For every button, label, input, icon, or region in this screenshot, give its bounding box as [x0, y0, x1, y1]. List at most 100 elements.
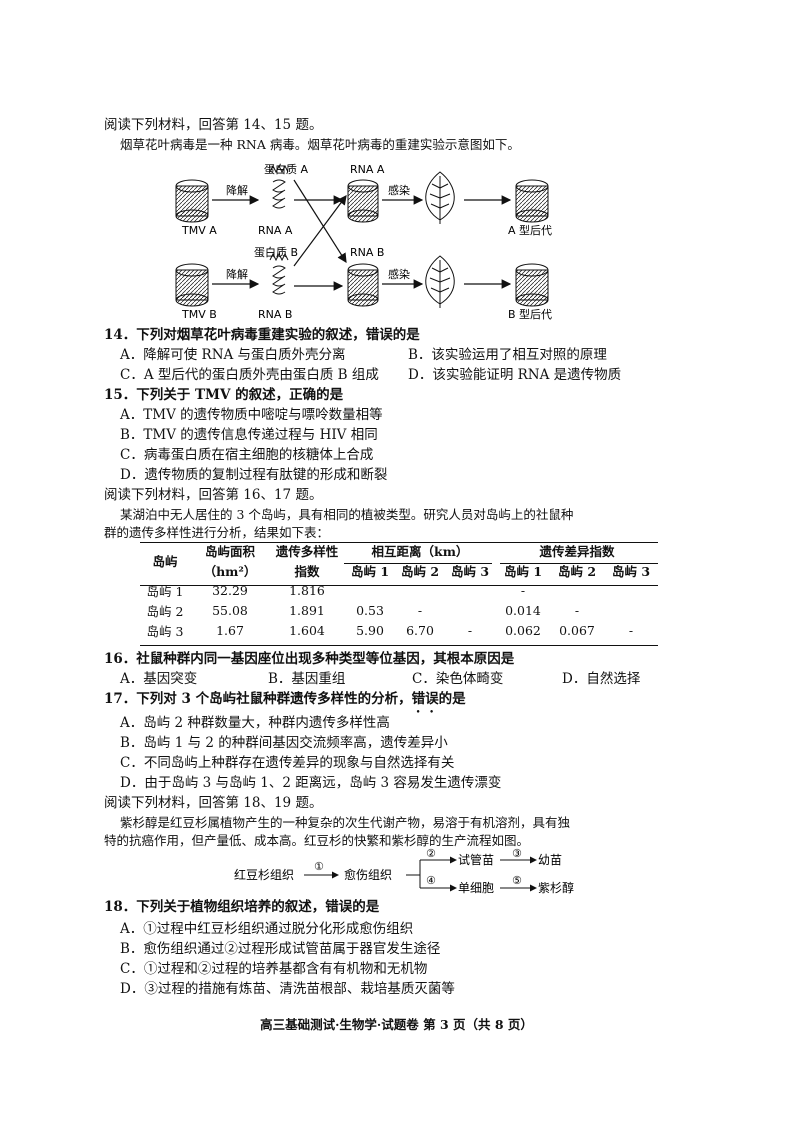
- flow-step-3: ③: [512, 848, 522, 860]
- flow-tissue: 红豆杉组织: [234, 867, 294, 882]
- cell-div: 1.604: [289, 622, 325, 638]
- q18-option-c: C．①过程和②过程的培养基都含有有机物和无机物: [120, 961, 428, 977]
- tmv-reconstruction-diagram: TMV A 降解 蛋白质 A RNA A RNA A 感染 A 型后代 TMV …: [175, 162, 552, 321]
- material-16-17-line2: 群的遗传多样性进行分析，结果如下表：: [104, 525, 330, 540]
- cell-g1: -: [520, 582, 526, 598]
- q14-option-a: A．降解可使 RNA 与蛋白质外壳分离: [120, 347, 346, 363]
- th-island: 岛屿: [152, 553, 178, 569]
- th-difference: 遗传差异指数: [539, 543, 615, 559]
- arrow-protein-b-to-a: [293, 195, 347, 267]
- flow-seedling: 幼苗: [538, 853, 562, 867]
- reading-instruction-18-19: 阅读下列材料，回答第 18、19 题。: [104, 795, 323, 811]
- cell-div: 1.816: [289, 582, 325, 598]
- label-infect-a: 感染: [388, 183, 410, 197]
- label-protein-a: 蛋白质 A: [264, 162, 308, 176]
- cell-d3: [444, 600, 496, 620]
- th-area-l2: （hm²）: [203, 563, 257, 579]
- page-footer: 高三基础测试·生物学·试题卷 第 3 页（共 8 页）: [260, 1017, 533, 1032]
- q17-option-d: D．由于岛屿 3 与岛屿 1、2 距离远，岛屿 3 容易发生遗传漂变: [120, 775, 502, 791]
- label-tmv-b: TMV B: [181, 308, 217, 321]
- q18-stem: 18．下列关于植物组织培养的叙述，错误的是: [104, 899, 380, 915]
- cell-island: 岛屿 1: [146, 583, 184, 599]
- q15-option-c: C．病毒蛋白质在宿主细胞的核糖体上合成: [120, 447, 374, 463]
- q14-option-c: C．A 型后代的蛋白质外壳由蛋白质 B 组成: [120, 367, 379, 383]
- q18-option-b: B．愈伤组织通过②过程形成试管苗属于器官发生途径: [120, 941, 441, 957]
- reconstructed-virus-b: [347, 263, 379, 307]
- genetic-diversity-table: 岛屿 岛屿面积 遗传多样性 相互距离（km） 遗传差异指数 （hm²） 指数 岛…: [140, 540, 658, 640]
- flow-tube-seedling: 试管苗: [458, 852, 494, 867]
- offspring-b-particle: [515, 263, 549, 307]
- q15-option-b: B．TMV 的遗传信息传递过程与 HIV 相同: [120, 427, 378, 443]
- material-18-19-line2: 特的抗癌作用，但产量低、成本高。红豆杉的快繁和紫杉醇的生产流程如图。: [104, 833, 530, 848]
- table-dist-subrule: [344, 563, 492, 564]
- table-diff-subrule: [500, 563, 658, 564]
- label-rna-b-top: RNA B: [350, 246, 384, 259]
- th-area-l1: 岛屿面积: [204, 543, 255, 559]
- cell-d1: [344, 580, 396, 600]
- label-tmv-a: TMV A: [181, 224, 217, 237]
- label-protein-b: 蛋白质 B: [254, 245, 298, 259]
- label-degrade-a: 降解: [226, 183, 248, 197]
- label-rna-a-bottom: RNA A: [258, 224, 293, 237]
- flow-taxol: 紫杉醇: [538, 880, 574, 894]
- th-sub: 岛屿 3: [450, 563, 490, 579]
- reading-instruction-16-17: 阅读下列材料，回答第 16、17 题。: [104, 487, 323, 503]
- q17-option-b: B．岛屿 1 与 2 的种群间基因交流频率高，遗传差异小: [120, 735, 448, 751]
- cell-d2: 6.70: [406, 622, 434, 638]
- tmv-a-particle: [175, 179, 209, 223]
- q14-option-d: D．该实验能证明 RNA 是遗传物质: [408, 367, 622, 383]
- cell-g2: -: [574, 602, 580, 618]
- table-row: 岛屿 3 1.67 1.604 5.90 6.70 - 0.062 0.067 …: [140, 620, 658, 640]
- cell-area: 32.29: [212, 582, 248, 598]
- flow-step-5: ⑤: [512, 874, 522, 887]
- q14-stem: 14．下列对烟草花叶病毒重建实验的叙述，错误的是: [104, 327, 420, 343]
- q17-option-c: C．不同岛屿上种群存在遗传差异的现象与自然选择有关: [120, 755, 455, 771]
- cell-g1: 0.014: [505, 602, 541, 618]
- cell-g3: [604, 580, 658, 600]
- cell-area: 1.67: [216, 622, 244, 638]
- q18-option-d: D．③过程的措施有炼苗、清洗苗根部、栽培基质灭菌等: [120, 981, 455, 997]
- tmv-b-particle: [175, 263, 209, 307]
- th-div-l2: 指数: [294, 563, 320, 579]
- q16-option-d: D．自然选择: [562, 671, 641, 687]
- q14-option-b: B．该实验运用了相互对照的原理: [408, 347, 607, 363]
- th-sub: 岛屿 1: [350, 563, 390, 579]
- q17-stem-emphasis: 错误: [411, 691, 439, 707]
- table-bottom-rule: [140, 645, 658, 646]
- label-offspring-a: A 型后代: [508, 223, 552, 237]
- table-top-rule: [140, 542, 658, 543]
- cell-island: 岛屿 2: [146, 603, 184, 619]
- protein-rna-a: [269, 164, 289, 209]
- reconstructed-virus-a: [347, 179, 379, 223]
- cell-d3: -: [467, 622, 473, 638]
- th-div-l1: 遗传多样性: [275, 543, 339, 559]
- flow-step-1: ①: [314, 860, 324, 873]
- q16-option-a: A．基因突变: [120, 671, 198, 687]
- label-rna-b-bottom: RNA B: [258, 308, 292, 321]
- cell-d3: [444, 580, 496, 600]
- q17-option-a: A．岛屿 2 种群数量大，种群内遗传多样性高: [120, 715, 390, 731]
- cell-island: 岛屿 3: [146, 623, 184, 639]
- cell-g2: [550, 580, 604, 600]
- q17-stem-pre: 17．下列对 3 个岛屿社鼠种群遗传多样性的分析，: [104, 691, 412, 707]
- q18-option-a: A．①过程中红豆杉组织通过脱分化形成愈伤组织: [120, 921, 414, 937]
- table-row: 岛屿 2 55.08 1.891 0.53 - 0.014 -: [140, 600, 658, 620]
- th-distance: 相互距离（km）: [371, 543, 469, 559]
- label-rna-a-top: RNA A: [350, 163, 385, 176]
- reading-instruction-14-15: 阅读下列材料，回答第 14、15 题。: [104, 117, 323, 133]
- flow-single-cell: 单细胞: [458, 881, 494, 894]
- cell-d1: 0.53: [356, 602, 384, 618]
- offspring-a-particle: [515, 179, 549, 223]
- th-sub: 岛屿 2: [400, 563, 440, 579]
- q16-option-c: C．染色体畸变: [412, 671, 504, 687]
- q17-stem-post: 的是: [438, 691, 466, 707]
- taxol-production-flow-diagram: 红豆杉组织 ① 愈伤组织 ② ④ 试管苗 ③ 幼苗 单细胞 ⑤ 紫杉醇: [234, 848, 574, 894]
- th-sub: 岛屿 2: [557, 563, 597, 579]
- q17-stem: 17．下列对 3 个岛屿社鼠种群遗传多样性的分析，错误的是: [104, 690, 466, 716]
- flow-callus: 愈伤组织: [344, 867, 392, 882]
- protein-rna-b: [269, 252, 289, 295]
- label-offspring-b: B 型后代: [508, 307, 552, 321]
- q15-option-a: A．TMV 的遗传物质中嘧啶与嘌呤数量相等: [120, 407, 383, 423]
- q16-option-b: B．基因重组: [268, 671, 346, 687]
- cell-g2: 0.067: [559, 622, 595, 638]
